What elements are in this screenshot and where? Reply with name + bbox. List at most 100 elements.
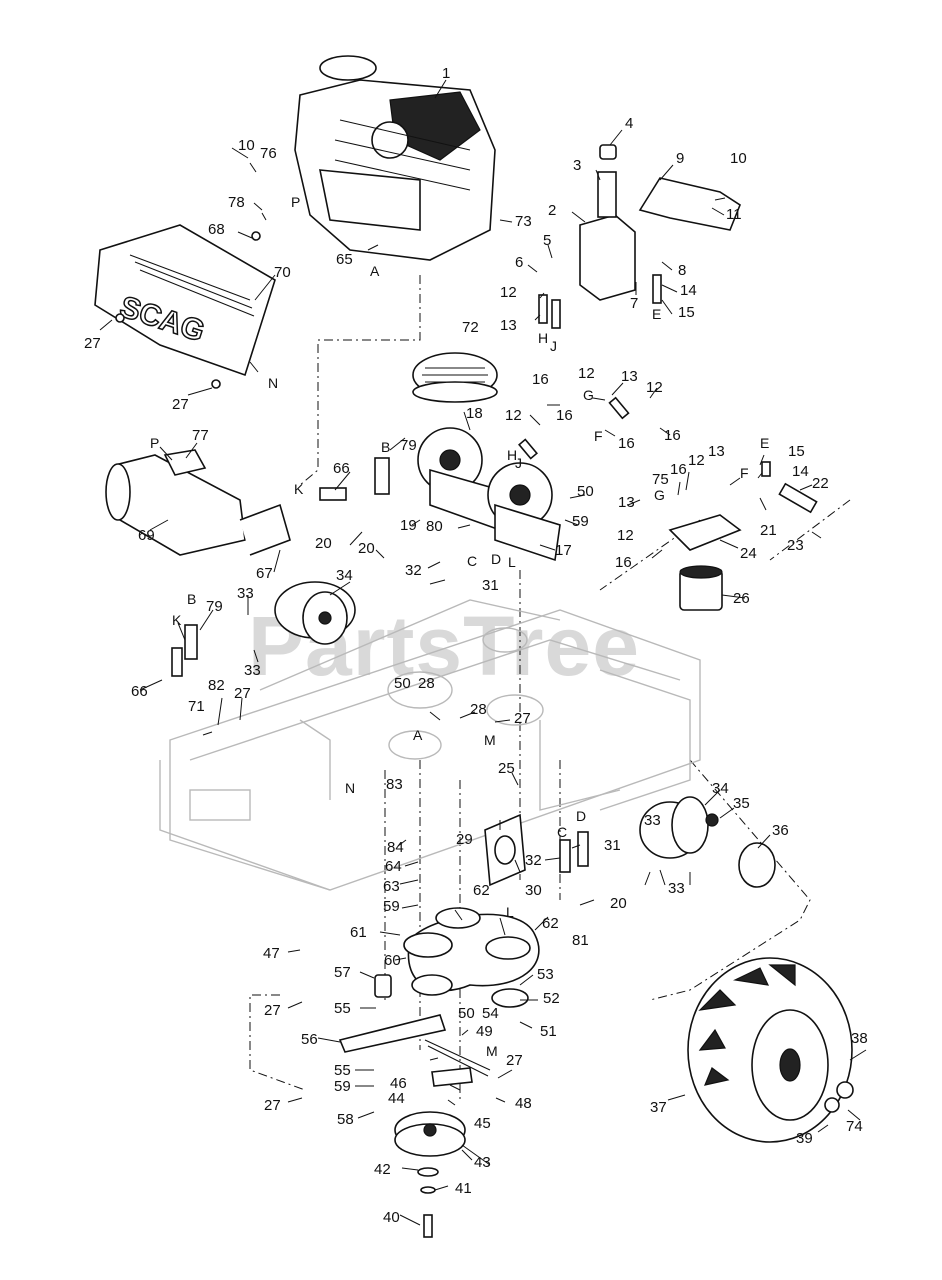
- callout-13-a: 13: [500, 317, 517, 334]
- callout-33-c: 33: [644, 812, 661, 829]
- callout-15-b: 15: [788, 443, 805, 460]
- letter-g-pump: G: [583, 387, 594, 403]
- callout-70: 70: [274, 264, 291, 281]
- callout-7: 7: [630, 295, 638, 312]
- callout-19: 19: [400, 517, 417, 534]
- callout-14-a: 14: [680, 282, 697, 299]
- callout-10-right: 10: [730, 150, 747, 167]
- callout-59-a: 59: [572, 513, 589, 530]
- letter-f-pump: F: [594, 428, 603, 444]
- callout-27-c: 27: [234, 685, 251, 702]
- callout-23: 23: [787, 537, 804, 554]
- callout-58: 58: [337, 1111, 354, 1128]
- hydro-reservoir: [579, 144, 741, 301]
- callout-32-b: 32: [525, 852, 542, 869]
- callout-20-b: 20: [358, 540, 375, 557]
- letter-d-motor: D: [576, 808, 586, 824]
- pto-clutch: [394, 1111, 491, 1238]
- callout-13-d: 13: [618, 494, 635, 511]
- callout-50-a: 50: [577, 483, 594, 500]
- callout-60: 60: [384, 952, 401, 969]
- callout-81: 81: [572, 932, 589, 949]
- callout-5: 5: [543, 232, 551, 249]
- callout-27-g: 27: [506, 1052, 523, 1069]
- callout-44: 44: [388, 1090, 405, 1107]
- callout-21: 21: [760, 522, 777, 539]
- callout-41: 41: [455, 1180, 472, 1197]
- callout-16-a: 16: [532, 371, 549, 388]
- callout-52: 52: [543, 990, 560, 1007]
- callout-54: 54: [482, 1005, 499, 1022]
- letter-l-pump: L: [508, 554, 516, 570]
- callout-9: 9: [676, 150, 684, 167]
- letter-n-shroud: N: [268, 375, 278, 391]
- letter-m-spring: M: [486, 1043, 498, 1059]
- drive-tire: [687, 957, 854, 1143]
- callout-27-a: 27: [84, 335, 101, 352]
- connection-letters: A A B B C C D D E E F F G G H H J J K K …: [150, 194, 769, 1059]
- callout-51: 51: [540, 1023, 557, 1040]
- letter-d-pump: D: [491, 551, 501, 567]
- callout-46: 46: [390, 1075, 407, 1092]
- letter-m-frame: M: [484, 732, 496, 748]
- chassis-frame: [159, 599, 701, 891]
- callout-20-a: 20: [315, 535, 332, 552]
- callout-36: 36: [772, 822, 789, 839]
- callout-16-c: 16: [618, 435, 635, 452]
- callout-78: 78: [228, 194, 245, 211]
- letter-b-pump: B: [381, 439, 390, 455]
- letter-e-reservoir: E: [652, 306, 661, 322]
- callout-8: 8: [678, 262, 686, 279]
- callout-83: 83: [386, 776, 403, 793]
- callout-1: 1: [442, 65, 450, 82]
- callout-66-a: 66: [333, 460, 350, 477]
- callout-25: 25: [498, 760, 515, 777]
- letter-n-frame: N: [345, 780, 355, 796]
- callout-72: 72: [462, 319, 479, 336]
- letter-p-muffler: P: [150, 435, 159, 451]
- callout-73: 73: [515, 213, 532, 230]
- callout-12-d: 12: [505, 407, 522, 424]
- engine-shroud: SCAG: [94, 224, 276, 377]
- callout-27-e: 27: [264, 1002, 281, 1019]
- letter-h-pump: H: [507, 447, 517, 463]
- callout-59-c: 59: [334, 1078, 351, 1095]
- letter-p-bracket: P: [291, 194, 300, 210]
- callout-80: 80: [426, 518, 443, 535]
- engine: [294, 55, 496, 261]
- callout-35: 35: [733, 795, 750, 812]
- callout-56: 56: [301, 1031, 318, 1048]
- callout-69: 69: [138, 527, 155, 544]
- fan-guard: [412, 352, 498, 403]
- callout-12-b: 12: [578, 365, 595, 382]
- callout-39: 39: [796, 1130, 813, 1147]
- muffler: [105, 449, 291, 556]
- callout-30: 30: [525, 882, 542, 899]
- callout-15-a: 15: [678, 304, 695, 321]
- callout-2: 2: [548, 202, 556, 219]
- callout-20-c: 20: [610, 895, 627, 912]
- callout-67: 67: [256, 565, 273, 582]
- callout-47: 47: [263, 945, 280, 962]
- oil-filter: [668, 514, 742, 611]
- callout-12-f: 12: [617, 527, 634, 544]
- wheel-motor-left: [274, 581, 356, 645]
- callout-13-c: 13: [708, 443, 725, 460]
- hydro-pumps: [417, 427, 561, 562]
- letter-b-motor: B: [187, 591, 196, 607]
- wheel-motor-right: [639, 796, 776, 888]
- mounting-plate: [484, 813, 526, 887]
- callout-28-b: 28: [470, 701, 487, 718]
- callout-79-b: 79: [206, 598, 223, 615]
- callout-84: 84: [387, 839, 404, 856]
- callout-55-b: 55: [334, 1062, 351, 1079]
- letter-c-pump: C: [467, 553, 477, 569]
- letter-k-motor: K: [172, 612, 182, 628]
- callout-63: 63: [383, 878, 400, 895]
- callout-16-d: 16: [664, 427, 681, 444]
- callout-33-d: 33: [668, 880, 685, 897]
- callout-33-a: 33: [237, 585, 254, 602]
- callout-27-f: 27: [264, 1097, 281, 1114]
- callout-13-b: 13: [621, 368, 638, 385]
